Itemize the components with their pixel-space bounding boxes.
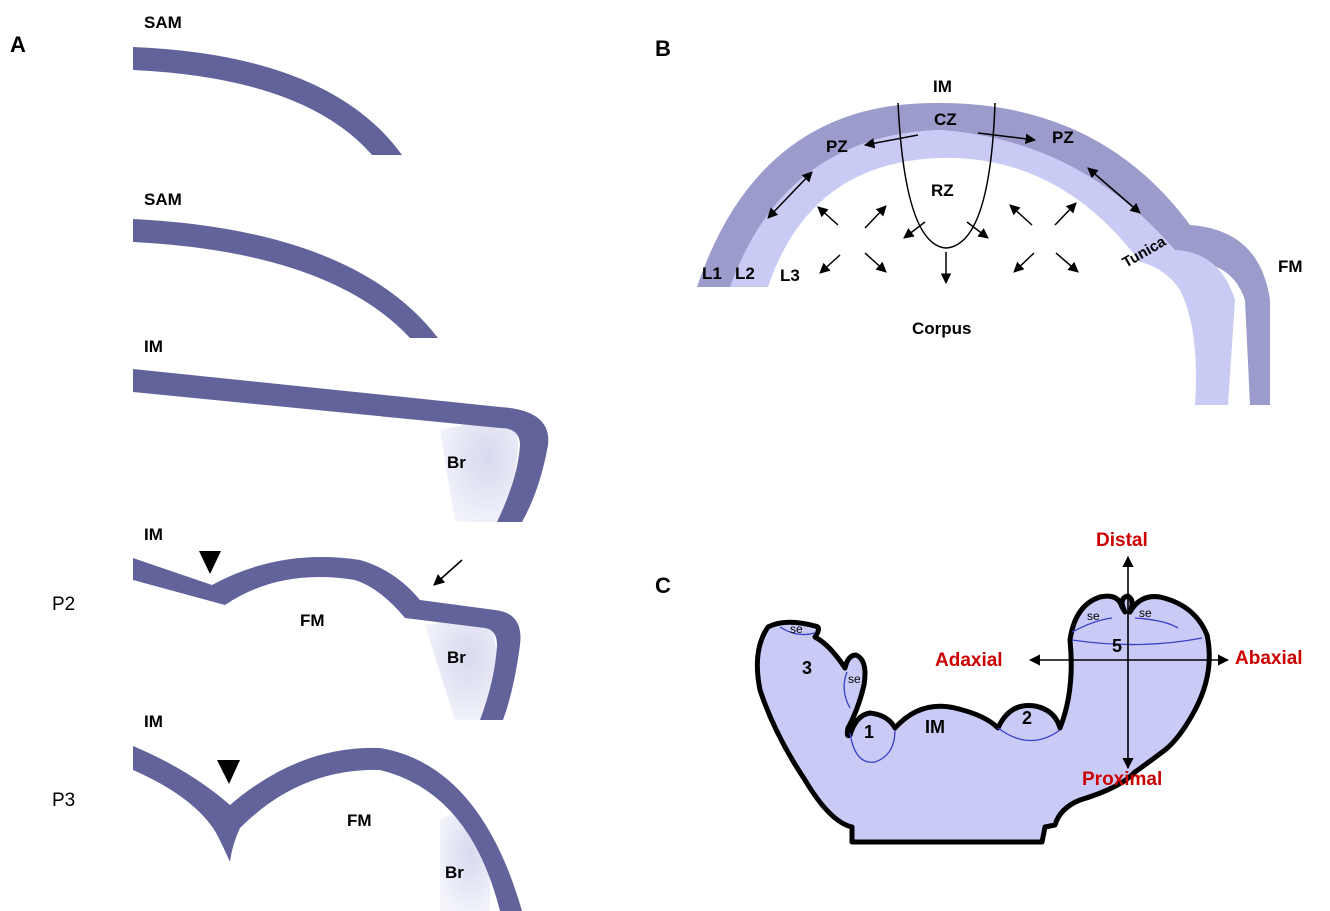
- row3-im-label: IM: [144, 337, 163, 356]
- distal-label: Distal: [1096, 530, 1148, 551]
- panel-c-letter: C: [655, 573, 671, 598]
- row5-fm-label: FM: [347, 811, 372, 830]
- row4-fm-label: FM: [300, 611, 325, 630]
- arrow-corpus-1: [818, 207, 838, 225]
- b-l2-label: L2: [735, 264, 755, 283]
- arrow-corpus-2: [865, 206, 886, 228]
- b-pz-left-label: PZ: [826, 137, 848, 156]
- arrow-corpus-7: [1014, 253, 1034, 272]
- arrow-corpus-8: [1056, 253, 1078, 272]
- b-rz-label: RZ: [931, 181, 954, 200]
- b-fm-label: FM: [1278, 257, 1303, 276]
- proximal-label: Proximal: [1082, 769, 1162, 790]
- abaxial-label: Abaxial: [1235, 648, 1303, 669]
- b-corpus-label: Corpus: [912, 319, 972, 338]
- panel-c: C Distal Proximal Adaxial Abaxial 3 1 IM…: [655, 530, 1303, 842]
- c-im-label: IM: [925, 717, 945, 737]
- row3-br-label: Br: [447, 453, 466, 472]
- sepal-label-5-left: se: [1087, 609, 1100, 623]
- sepal-label-5-right: se: [1139, 606, 1152, 620]
- primordium-2-label: 2: [1022, 708, 1032, 728]
- panel-a-letter: A: [10, 32, 26, 57]
- row2-sam-label: SAM: [144, 190, 182, 209]
- row2-meristem-layer: [133, 219, 438, 338]
- row5-br-label: Br: [445, 863, 464, 882]
- b-l3-label: L3: [780, 266, 800, 285]
- row5-p3-label: P3: [52, 790, 75, 811]
- row4-pointer-arrow: [434, 560, 462, 585]
- row1-sam-label: SAM: [144, 13, 182, 32]
- primordium-5-label: 5: [1112, 636, 1122, 656]
- primordium-3-label: 3: [802, 658, 812, 678]
- b-cz-label: CZ: [934, 110, 957, 129]
- arrow-corpus-6: [1055, 203, 1076, 225]
- b-pz-right-label: PZ: [1052, 128, 1074, 147]
- row4-p2-label: P2: [52, 594, 75, 615]
- arrow-corpus-4: [865, 253, 886, 272]
- b-im-label: IM: [933, 77, 952, 96]
- arrow-corpus-5: [1010, 205, 1032, 225]
- row5-im-label: IM: [144, 712, 163, 731]
- primordium-1-label: 1: [864, 722, 874, 742]
- row4-im-label: IM: [144, 525, 163, 544]
- panel-a: A SAM SAM IM Br IM P2 FM Br IM P3 FM Br: [10, 13, 548, 911]
- row1-meristem-layer: [133, 47, 402, 155]
- b-l1-label: L1: [702, 264, 722, 283]
- row5-arrowhead-marker: [217, 760, 240, 784]
- row4-arrowhead-marker: [199, 551, 221, 574]
- panel-b-letter: B: [655, 36, 671, 61]
- row4-br-label: Br: [447, 648, 466, 667]
- sepal-label-3-top: se: [790, 622, 803, 636]
- inflorescence-organ-body: [757, 596, 1209, 842]
- arrow-corpus-3: [820, 255, 840, 273]
- panel-b: B IM CZ PZ PZ RZ L1 L2 L3 Tunica FM: [655, 36, 1303, 405]
- adaxial-label: Adaxial: [935, 650, 1003, 671]
- arrow-rz-right: [967, 222, 988, 238]
- sepal-label-3-side: se: [848, 672, 861, 686]
